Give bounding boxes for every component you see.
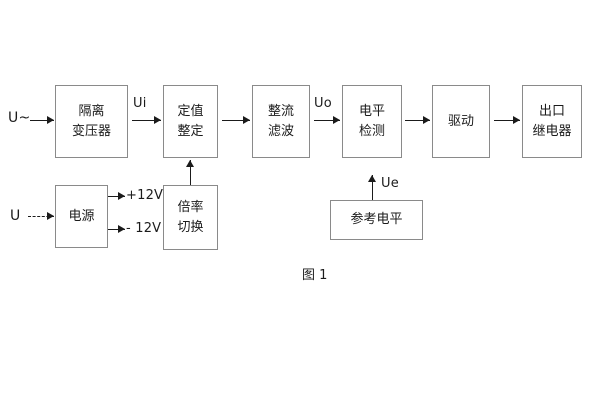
block-rectify-filter[interactable]: 整流 滤波 xyxy=(252,85,310,158)
block-level-detect[interactable]: 电平 检测 xyxy=(342,85,402,158)
arrow-rail-positive xyxy=(108,192,125,201)
block-multiplier-switch-line-1: 倍率 xyxy=(177,199,204,215)
block-drive-line-1: 驱动 xyxy=(447,113,474,129)
block-power-supply[interactable]: 电源 xyxy=(55,185,108,248)
arrow-reference-level-to-level-detect xyxy=(368,175,377,200)
arrow-multiplier-switch-to-setting-value xyxy=(186,160,195,185)
block-multiplier-switch[interactable]: 倍率 切换 xyxy=(163,185,218,250)
signal-label-input-dc: U xyxy=(10,208,21,224)
block-reference-level-line-1: 参考电平 xyxy=(350,212,403,228)
block-isolation-transformer[interactable]: 隔离 变压器 xyxy=(55,85,128,158)
block-power-supply-line-1: 电源 xyxy=(68,208,95,224)
arrow-level-detect-to-drive xyxy=(405,116,430,125)
block-level-detect-line-1: 电平 xyxy=(358,103,385,119)
block-output-relay[interactable]: 出口 继电器 xyxy=(522,85,582,158)
block-drive[interactable]: 驱动 xyxy=(432,85,490,158)
block-multiplier-switch-line-2: 切换 xyxy=(177,219,204,235)
signal-label-ui: Ui xyxy=(133,96,147,111)
block-rectify-filter-line-1: 整流 xyxy=(267,103,294,119)
block-level-detect-line-2: 检测 xyxy=(358,123,385,139)
signal-label-rail-negative: - 12V xyxy=(126,221,162,236)
signal-label-input-ac: U~ xyxy=(8,110,31,126)
block-reference-level[interactable]: 参考电平 xyxy=(330,200,423,240)
block-setting-value-line-2: 整定 xyxy=(177,123,204,139)
arrow-isolation-transformer-to-setting-value xyxy=(132,116,161,125)
block-isolation-transformer-line-1: 隔离 xyxy=(78,103,105,119)
arrow-rectify-filter-to-level-detect xyxy=(314,116,340,125)
block-isolation-transformer-line-2: 变压器 xyxy=(71,123,111,139)
block-output-relay-line-2: 继电器 xyxy=(532,123,572,139)
signal-label-ue: Ue xyxy=(381,176,399,191)
signal-label-rail-positive: +12V xyxy=(126,188,164,203)
arrow-input-dc-to-power-supply xyxy=(28,212,54,221)
block-rectify-filter-line-2: 滤波 xyxy=(267,123,294,139)
signal-label-uo: Uo xyxy=(314,96,332,111)
block-setting-value-line-1: 定值 xyxy=(177,103,204,119)
arrow-input-ac-to-isolation-transformer xyxy=(30,116,54,125)
block-output-relay-line-1: 出口 xyxy=(538,103,565,119)
figure-caption: 图 1 xyxy=(302,268,328,283)
arrow-rail-negative xyxy=(108,225,125,234)
arrow-setting-value-to-rectify-filter xyxy=(222,116,250,125)
arrow-drive-to-output-relay xyxy=(494,116,520,125)
block-setting-value[interactable]: 定值 整定 xyxy=(163,85,218,158)
